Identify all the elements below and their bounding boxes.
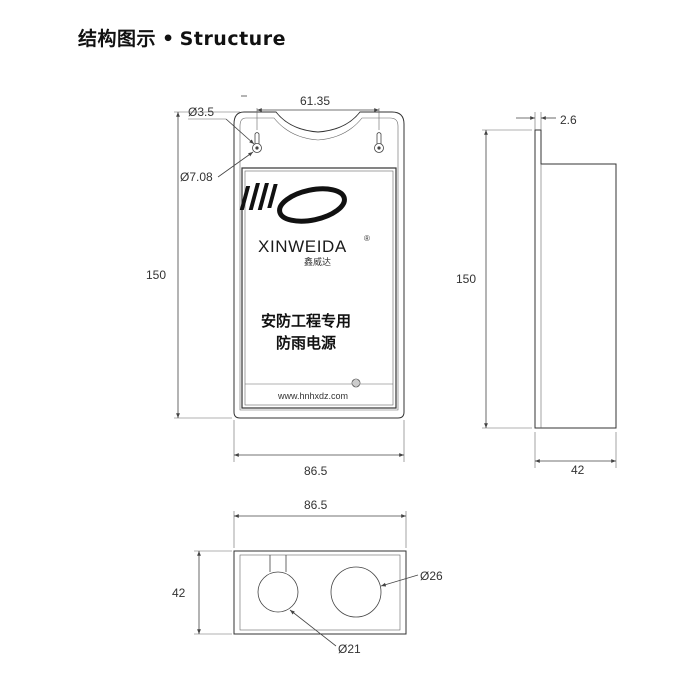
dim-hole-26-leader <box>380 574 419 587</box>
side-housing-outline <box>534 129 617 429</box>
dim-side-depth: 42 <box>571 463 585 477</box>
front-view: XINWEIDA ® 鑫威达 安防工程专用 防雨电源 www.hnhxdz.co… <box>146 94 405 478</box>
heading-title-en: Structure <box>179 28 286 50</box>
bottom-view: 86.5 42 Ø26 Ø21 <box>172 498 443 656</box>
brand-name-cn: 鑫威达 <box>304 256 331 268</box>
dim-hole-21-leader <box>289 609 337 647</box>
brand-registered-mark: ® <box>364 234 370 243</box>
dim-bottom-hole-small: Ø21 <box>338 642 361 656</box>
dim-side-thickness: 2.6 <box>560 113 577 127</box>
dim-front-top-width: 61.35 <box>300 94 330 108</box>
dim-front-width: 86.5 <box>304 464 328 478</box>
dim-front-hole-large: Ø7.08 <box>180 170 213 184</box>
dim-bottom-hole-large: Ø26 <box>420 569 443 583</box>
heading-title-cn: 结构图示 <box>78 28 157 50</box>
brand-name: XINWEIDA <box>258 237 347 256</box>
website-url: www.hnhxdz.com <box>277 391 348 401</box>
heading-separator: • <box>162 28 175 50</box>
dim-front-height: 150 <box>146 268 166 282</box>
front-label-panel-inner <box>244 170 394 406</box>
dim-bottom-width: 86.5 <box>304 498 328 512</box>
mount-hole-left <box>252 132 262 153</box>
dim-side-height: 150 <box>456 272 476 286</box>
cable-gland-large <box>330 566 382 618</box>
dim-hole-small-leader <box>225 118 255 145</box>
product-line-1: 安防工程专用 <box>261 312 351 330</box>
front-housing-bevel <box>239 117 399 411</box>
bottom-housing-outline <box>233 550 407 635</box>
dim-hole-large-leader <box>217 151 254 178</box>
cable-gland-small <box>257 555 299 613</box>
front-label-panel <box>241 167 397 409</box>
indicator-led-icon <box>351 378 361 388</box>
side-view: 2.6 150 42 <box>456 112 617 477</box>
brand-logo-icon <box>239 183 347 224</box>
mount-hole-right <box>374 132 384 153</box>
product-line-2: 防雨电源 <box>276 334 336 352</box>
dim-bottom-height: 42 <box>172 586 186 600</box>
bottom-housing-inner <box>239 554 401 631</box>
structure-heading: 结构图示•Structure <box>78 24 286 51</box>
